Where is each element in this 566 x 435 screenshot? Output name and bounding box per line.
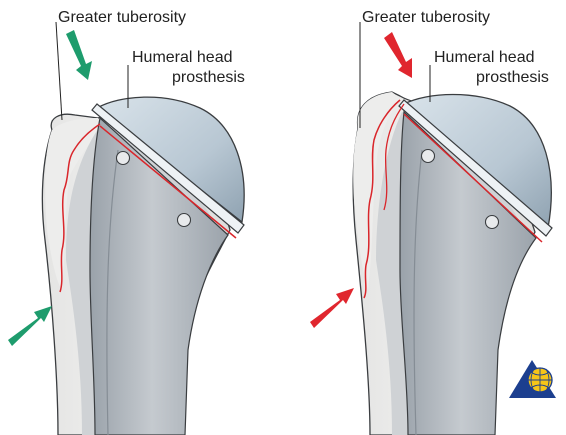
left-prosthesis-label-line2: prosthesis — [172, 69, 245, 86]
left-tuberosity-label: Greater tuberosity — [58, 9, 186, 26]
right-arrow-top-icon — [384, 32, 412, 78]
left-suture-hole-lower — [178, 214, 191, 227]
left-prosthesis-label-line1: Humeral head — [132, 49, 233, 66]
left-tuberosity-leader — [56, 22, 62, 120]
right-arrow-bottom-icon — [310, 288, 354, 328]
right-prosthesis-label-line2: prosthesis — [476, 69, 549, 86]
left-suture-hole-upper — [117, 152, 130, 165]
left-arrow-bottom-icon — [8, 306, 52, 346]
left-arrow-top-icon — [66, 30, 92, 80]
ao-globe-logo-icon — [509, 360, 556, 398]
left-panel: Greater tuberosity Humeral head prosthes… — [8, 9, 245, 435]
right-suture-hole-lower — [486, 216, 499, 229]
right-prosthesis-label-line1: Humeral head — [434, 49, 535, 66]
right-panel: Greater tuberosity Humeral head prosthes… — [310, 9, 552, 435]
right-suture-hole-upper — [422, 150, 435, 163]
right-tuberosity-label: Greater tuberosity — [362, 9, 490, 26]
